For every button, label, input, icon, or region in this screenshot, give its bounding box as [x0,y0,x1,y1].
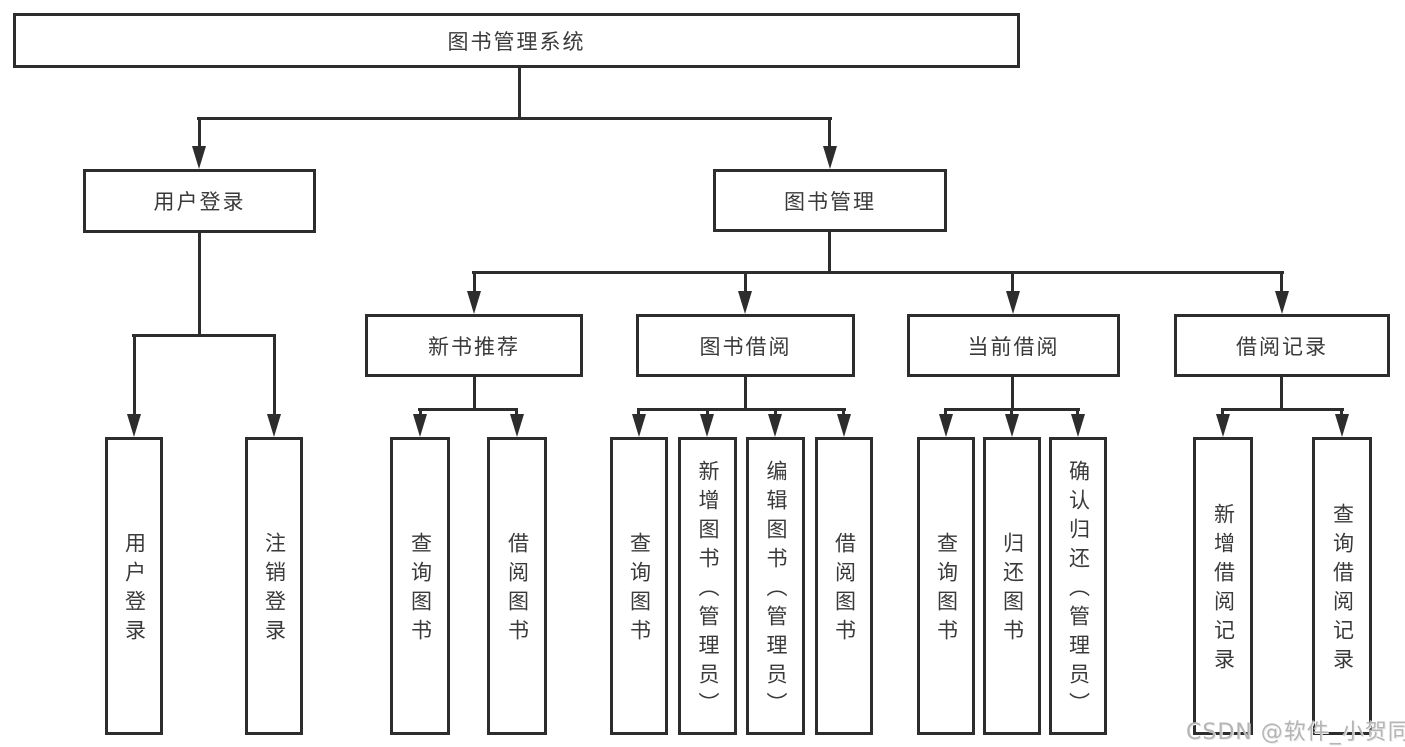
leaf-query-books-2: 查询图书 [610,437,668,735]
connector [1280,377,1283,411]
connector [132,334,276,337]
arrowhead-down-icon [1071,414,1085,437]
leaf-query-borrow-record: 查询借阅记录 [1312,437,1372,735]
connector [637,408,846,411]
connector [418,408,518,411]
leaf-edit-books-admin: 编辑图书（管理员） [746,437,805,735]
node-book-management: 图书管理 [713,169,947,232]
arrowhead-down-icon [823,146,837,169]
arrowhead-down-icon [700,414,714,437]
connector [472,271,1284,274]
arrowhead-down-icon [127,414,141,437]
arrowhead-down-icon [192,146,206,169]
leaf-confirm-return-admin: 确认归还（管理员） [1049,437,1107,735]
leaf-query-books-3: 查询图书 [917,437,975,735]
connector [1011,271,1014,293]
arrowhead-down-icon [1216,414,1230,437]
connector [744,271,747,293]
leaf-return-books: 归还图书 [983,437,1041,735]
connector [473,271,476,293]
arrowhead-down-icon [467,291,481,314]
connector [198,117,201,149]
arrowhead-down-icon [267,414,281,437]
connector [473,377,476,411]
arrowhead-down-icon [1005,414,1019,437]
arrowhead-down-icon [413,414,427,437]
arrowhead-down-icon [1335,414,1349,437]
arrowhead-down-icon [510,414,524,437]
connector [197,117,832,120]
arrowhead-down-icon [768,414,782,437]
arrowhead-down-icon [1275,291,1289,314]
arrowhead-down-icon [738,291,752,314]
connector [744,377,747,411]
arrowhead-down-icon [1006,291,1020,314]
node-new-book-recommend: 新书推荐 [365,314,583,377]
node-book-borrow: 图书借阅 [636,314,855,377]
connector [198,233,201,337]
leaf-logout: 注销登录 [245,437,303,735]
arrowhead-down-icon [837,414,851,437]
node-borrow-records: 借阅记录 [1174,314,1390,377]
node-user-login: 用户登录 [83,169,316,233]
connector [1221,408,1344,411]
node-root: 图书管理系统 [13,13,1020,68]
leaf-user-login: 用户登录 [105,437,163,735]
connector [1011,377,1014,411]
arrowhead-down-icon [632,414,646,437]
connector [828,117,831,149]
connector [518,68,521,120]
leaf-add-borrow-record: 新增借阅记录 [1193,437,1253,735]
connector [273,334,276,417]
node-current-borrow: 当前借阅 [907,314,1120,377]
leaf-query-books-1: 查询图书 [390,437,450,735]
csdn-watermark: CSDN @软件_小贺同学 [1186,720,1405,745]
leaf-borrow-books-2: 借阅图书 [815,437,873,735]
arrowhead-down-icon [939,414,953,437]
connector [133,334,136,417]
leaf-add-books-admin: 新增图书（管理员） [678,437,737,735]
connector [828,232,831,274]
leaf-borrow-books-1: 借阅图书 [487,437,547,735]
connector [1280,271,1283,293]
